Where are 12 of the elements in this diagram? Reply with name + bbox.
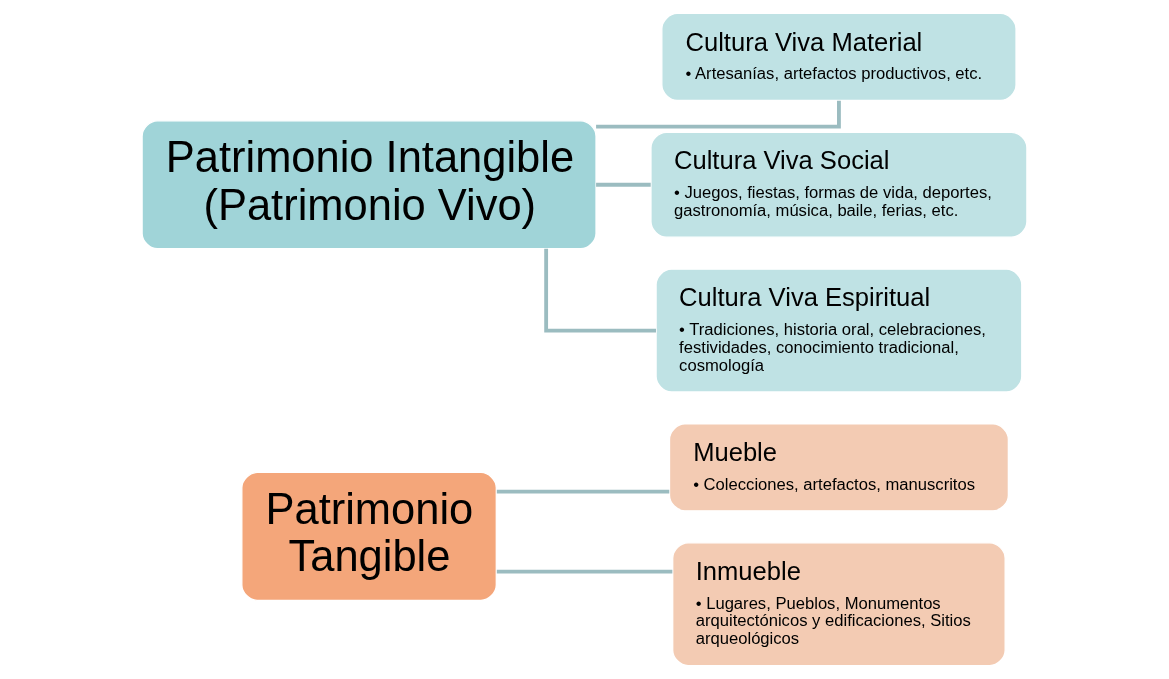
connector: [596, 182, 651, 187]
node-box: Cultura Viva Social • Juegos, fiestas, formas de vida, deportes, gastronomía, música, baile, ferias, etc.: [650, 131, 1028, 238]
node-box: Cultura Viva Espiritual • Tradiciones, historia oral, celebraciones, festividades, conocimiento tradicional, cosmología: [655, 268, 1023, 393]
node-box: Cultura Viva Material • Artesanías, artefactos productivos, etc.: [661, 12, 1017, 102]
connector: [596, 100, 841, 129]
connector: [544, 248, 656, 333]
node-box: Inmueble • Lugares, Pueblos, Monumentos arquitectónicos y edificaciones, Sitios arqueológicos: [672, 542, 1006, 667]
node-box: Mueble • Colecciones, artefactos, manuscritos: [668, 423, 1009, 512]
connector: [496, 569, 673, 574]
connector: [496, 489, 670, 494]
node-box: Patrimonio Tangible: [241, 471, 497, 601]
node-box: Patrimonio Intangible (Patrimonio Vivo): [141, 120, 597, 250]
